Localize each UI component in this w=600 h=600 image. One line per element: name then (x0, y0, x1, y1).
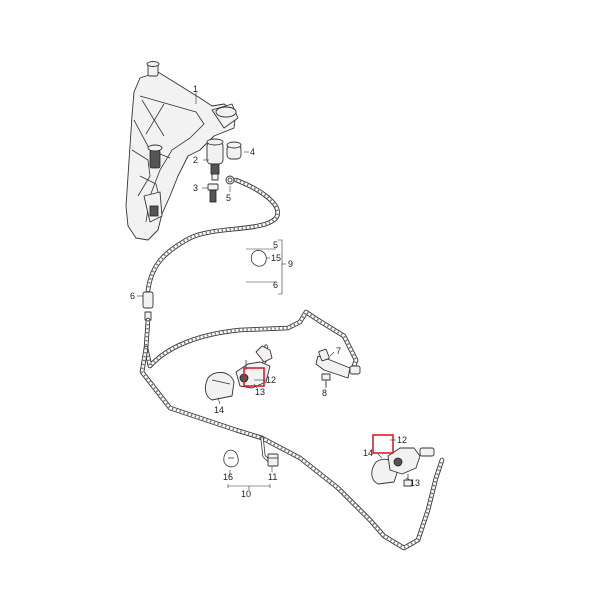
callout-6-right: 6 (273, 280, 278, 290)
callout-6-left: 6 (130, 291, 135, 301)
highlight-right (372, 434, 394, 454)
left-headlight-washer-cap (204, 372, 235, 401)
callout-12-left: 12 (266, 375, 276, 385)
pump-filter (207, 183, 219, 203)
callout-11: 11 (268, 472, 277, 482)
callout-8: 8 (322, 388, 327, 398)
hose-holder-11 (267, 453, 279, 467)
callout-2: 2 (193, 155, 198, 165)
hose-connector (315, 348, 361, 388)
washer-fluid-reservoir (125, 61, 239, 241)
callout-13-left: 13 (255, 387, 265, 397)
callout-16: 16 (223, 472, 233, 482)
leader-lines (137, 92, 411, 490)
callout-10: 10 (241, 489, 251, 499)
callout-5-lower: 5 (273, 240, 278, 250)
callout-labels: 1 2 3 4 5 5 15 9 6 6 7 8 12 13 14 12 14 … (130, 84, 420, 499)
hose-clamp-upper (225, 175, 235, 185)
callout-13-right: 13 (410, 478, 420, 488)
callout-5-upper: 5 (226, 193, 231, 203)
callout-9: 9 (288, 259, 293, 269)
main-washer-hose (139, 177, 445, 551)
washer-pump (206, 138, 224, 181)
callout-1: 1 (193, 84, 198, 94)
pump-grommet (226, 141, 242, 160)
hose-clip (250, 249, 267, 267)
callout-3: 3 (193, 183, 198, 193)
callout-7: 7 (336, 346, 341, 356)
callout-12-right: 12 (397, 435, 407, 445)
callout-4: 4 (250, 147, 255, 157)
callout-15: 15 (271, 253, 281, 263)
highlight-left (243, 367, 265, 387)
callout-14-left: 14 (214, 405, 224, 415)
callout-14-right: 14 (363, 448, 373, 458)
hose-clamp-16 (223, 449, 239, 468)
right-washer-nozzle (387, 447, 435, 487)
